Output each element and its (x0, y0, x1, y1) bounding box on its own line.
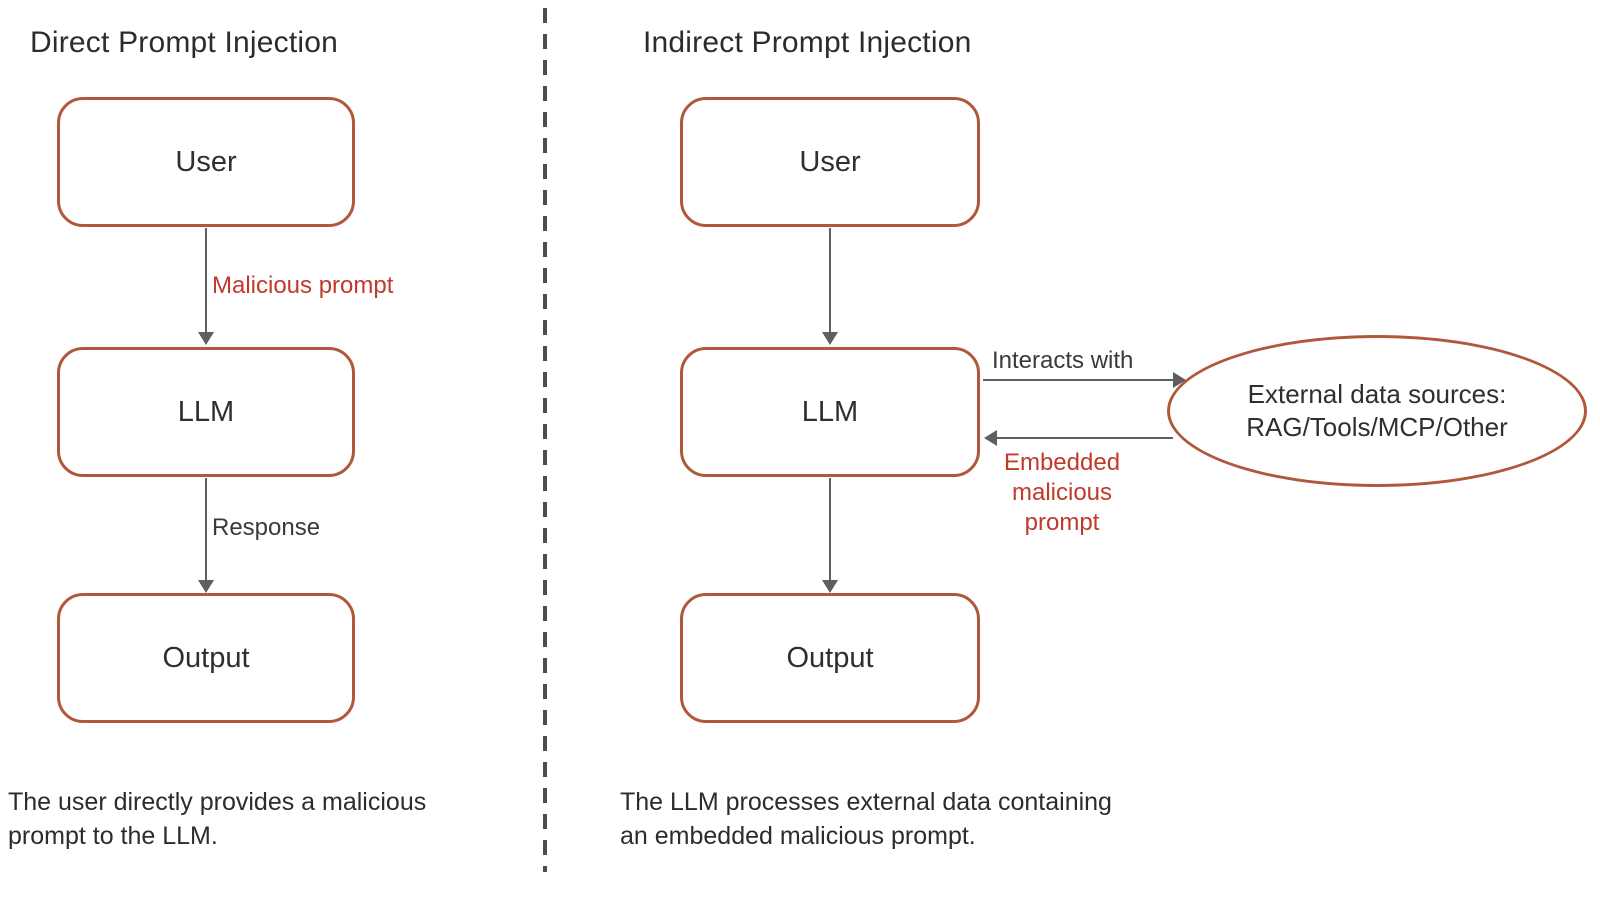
arrow-line (997, 437, 1173, 439)
arrow-line (205, 228, 207, 332)
arrowhead-down-icon (198, 332, 214, 345)
right-output-label: Output (786, 641, 874, 674)
right-llm-node: LLM (680, 347, 980, 477)
arrow-line (983, 379, 1173, 381)
edge-label-interacts-with: Interacts with (992, 347, 1134, 374)
left-llm-node: LLM (57, 347, 355, 477)
left-edge-label-response: Response (212, 514, 321, 541)
arrowhead-down-icon (822, 580, 838, 593)
right-user-label: User (799, 145, 861, 178)
edge-label-embedded-malicious-prompt: Embedded malicious prompt (1003, 449, 1121, 536)
arrow-line (205, 478, 207, 580)
left-output-label: Output (162, 641, 250, 674)
external-data-sources-label: External data sources: RAG/Tools/MCP/Oth… (1246, 379, 1508, 442)
external-data-sources-node: External data sources: RAG/Tools/MCP/Oth… (1167, 335, 1587, 487)
panel-divider (543, 8, 547, 872)
left-panel-title: Direct Prompt Injection (30, 26, 339, 59)
right-panel-title: Indirect Prompt Injection (643, 26, 972, 59)
arrowhead-left-icon (984, 430, 997, 446)
arrow-line (829, 478, 831, 580)
left-user-label: User (175, 145, 237, 178)
arrowhead-down-icon (198, 580, 214, 593)
left-output-node: Output (57, 593, 355, 723)
right-user-node: User (680, 97, 980, 227)
left-llm-label: LLM (177, 395, 235, 428)
left-user-node: User (57, 97, 355, 227)
left-edge-label-malicious-prompt: Malicious prompt (212, 272, 394, 299)
left-caption: The user directly provides a malicious p… (8, 788, 427, 850)
right-output-node: Output (680, 593, 980, 723)
arrow-line (829, 228, 831, 332)
right-caption: The LLM processes external data containi… (620, 788, 1112, 850)
arrowhead-down-icon (822, 332, 838, 345)
right-llm-label: LLM (801, 395, 859, 428)
